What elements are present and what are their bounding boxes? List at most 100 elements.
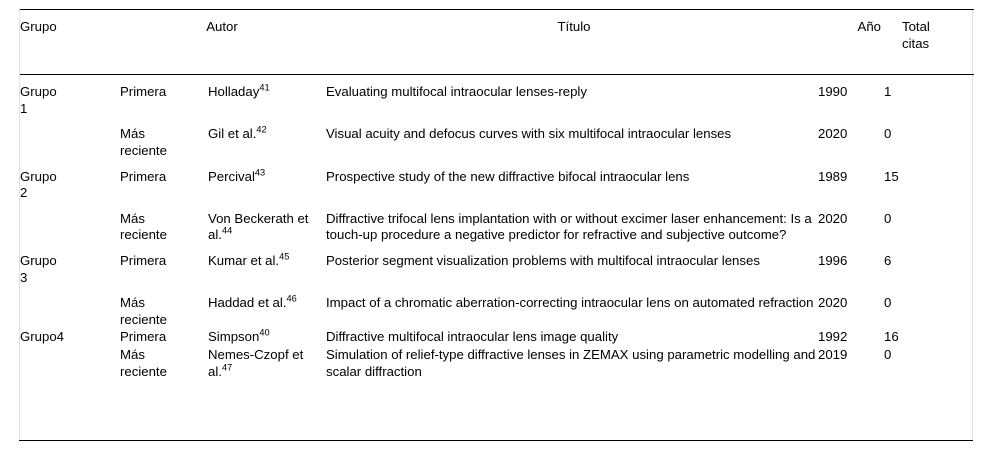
table-bottom-rule — [19, 440, 973, 441]
cell-anio: 1989 — [818, 168, 848, 184]
cell-tipo-line1: Primera — [120, 252, 167, 268]
header-row: Grupo Autor Título Año Total citas — [20, 8, 974, 76]
cell-anio: 1992 — [818, 329, 848, 345]
cell-anio: 2020 — [818, 210, 848, 226]
author-reference-superscript: 45 — [279, 251, 290, 262]
cell-total-citas: 15 — [884, 168, 899, 184]
cell-titulo: Visual acuity and defocus curves with si… — [326, 126, 732, 142]
cell-total-citas: 0 — [884, 210, 892, 226]
column-header-autor-label: Autor — [206, 19, 238, 34]
cell-total-citas: 0 — [884, 126, 892, 142]
author-name: Holladay — [208, 84, 260, 100]
cell-total-citas: 0 — [884, 295, 892, 311]
cell-tipo: Primera — [120, 244, 208, 286]
column-header-total-citas-line1: Total — [902, 19, 930, 34]
column-header-titulo: Título — [326, 8, 818, 76]
citations-table-container: Grupo Autor Título Año Total citas — [19, 8, 974, 441]
author-reference-superscript: 40 — [259, 327, 270, 338]
author-name: Gil et al. — [208, 126, 257, 142]
cell-tipo: Primera — [120, 328, 208, 346]
cell-grupo-line1: Grupo4 — [20, 329, 64, 345]
cell-titulo: Diffractive trifocal lens implantation w… — [326, 210, 812, 243]
cell-titulo: Simulation of relief-type diffractive le… — [326, 346, 816, 379]
column-header-total-citas: Total citas — [884, 8, 974, 76]
cell-anio: 1996 — [818, 252, 848, 268]
cell-tipo-line1: Primera — [120, 84, 167, 100]
citations-table: Grupo Autor Título Año Total citas — [20, 8, 974, 380]
column-header-anio: Año — [818, 8, 884, 76]
author-reference-superscript: 42 — [256, 124, 267, 135]
cell-grupo: Grupo4 — [20, 328, 120, 346]
cell-autor: Simpson40 — [208, 328, 326, 346]
cell-grupo-line1: Grupo — [20, 84, 57, 100]
author-reference-superscript: 41 — [259, 82, 270, 93]
column-header-tipo — [120, 8, 208, 76]
cell-grupo-line2: 1 — [20, 100, 28, 116]
column-header-grupo: Grupo — [20, 8, 120, 76]
column-header-total-citas-line2: citas — [902, 35, 930, 51]
cell-autor: Nemes-Czopf et al.47 — [208, 346, 326, 380]
column-header-grupo-label: Grupo — [20, 19, 57, 34]
cell-grupo-line2: 3 — [20, 269, 28, 285]
cell-anio: 2020 — [818, 126, 848, 142]
cell-grupo — [20, 117, 120, 159]
cell-autor: Gil et al.42 — [208, 117, 326, 159]
column-header-autor: Autor — [206, 8, 326, 76]
cell-tipo-line2: reciente — [120, 142, 167, 158]
cell-grupo-line1: Grupo — [20, 252, 57, 268]
author-reference-superscript: 47 — [221, 362, 233, 373]
cell-grupo-line2: 2 — [20, 185, 28, 201]
cell-autor: Haddad et al.46 — [208, 286, 326, 328]
cell-tipo-line1: Más — [120, 295, 145, 311]
cell-titulo: Impact of a chromatic aberration-correct… — [326, 295, 814, 311]
cell-grupo — [20, 202, 120, 244]
cell-total-citas: 0 — [884, 346, 892, 362]
cell-grupo — [20, 346, 120, 380]
cell-titulo: Diffractive multifocal intraocular lens … — [326, 329, 619, 345]
column-header-anio-label: Año — [857, 19, 881, 34]
author-name: Von Beckerath et al. — [208, 210, 309, 243]
cell-tipo: Primera — [120, 160, 208, 202]
cell-titulo: Posterior segment visualization problems… — [326, 252, 760, 268]
cell-anio: 2019 — [818, 346, 848, 362]
cell-autor: Kumar et al.45 — [208, 244, 326, 286]
author-name: Percival — [208, 168, 255, 184]
author-reference-superscript: 43 — [254, 167, 266, 178]
cell-tipo-line1: Más — [120, 346, 145, 362]
cell-tipo-line2: reciente — [120, 227, 167, 243]
cell-tipo-line2: reciente — [120, 363, 167, 379]
author-name: Haddad et al. — [208, 295, 287, 311]
cell-tipo-line2: reciente — [120, 311, 167, 327]
cell-total-citas: 1 — [884, 84, 892, 100]
cell-autor: Holladay41 — [208, 75, 326, 118]
cell-tipo-line1: Más — [120, 210, 145, 226]
cell-anio: 2020 — [818, 295, 848, 311]
cell-tipo-line1: Primera — [120, 329, 167, 345]
cell-anio: 1990 — [818, 84, 848, 100]
cell-titulo: Prospective study of the new diffractive… — [326, 168, 690, 184]
cell-titulo: Evaluating multifocal intraocular lenses… — [326, 84, 587, 100]
cell-total-citas: 16 — [884, 329, 899, 345]
cell-tipo-line1: Primera — [120, 168, 167, 184]
cell-tipo-line1: Más — [120, 126, 145, 142]
table-header: Grupo Autor Título Año Total citas — [20, 8, 974, 76]
cell-grupo-line1: Grupo — [20, 168, 57, 184]
author-name: Nemes-Czopf et al. — [208, 346, 304, 379]
cell-total-citas: 6 — [884, 252, 892, 268]
